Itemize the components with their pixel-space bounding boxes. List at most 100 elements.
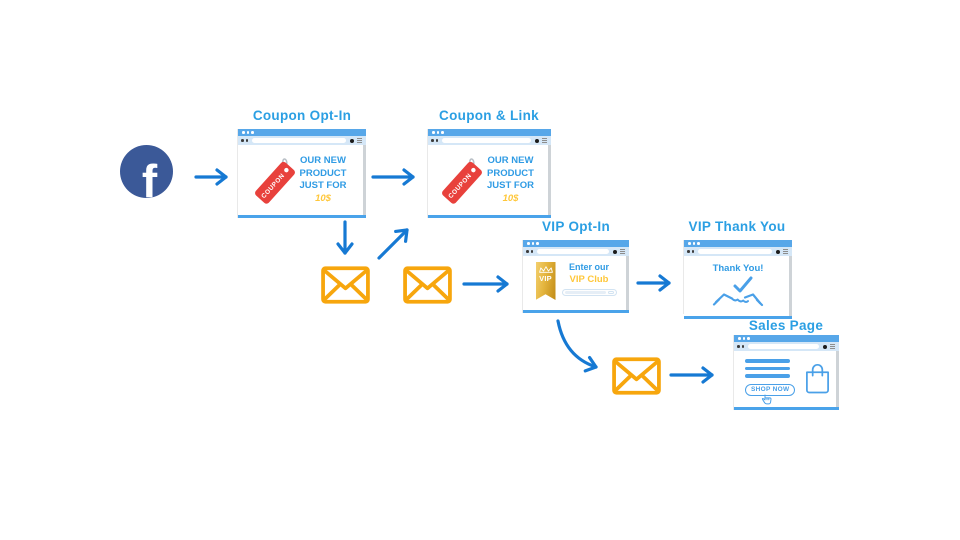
ad-line: PRODUCT	[487, 167, 534, 179]
ad-price: 10$	[502, 192, 519, 204]
vip-opt-in-window: VIP Enter our VIP Club	[522, 240, 629, 313]
email-envelope-icon	[321, 266, 370, 304]
vip-badge-label: VIP	[539, 274, 552, 283]
window-dot-icon	[441, 131, 444, 134]
window-dot-icon	[738, 337, 741, 340]
shop-now-button: SHOP NOW	[745, 383, 796, 396]
coupon-tag-icon: COUPON	[442, 158, 482, 204]
settings-icon	[776, 249, 780, 254]
hand-cursor-icon	[761, 394, 772, 404]
settings-icon	[350, 138, 354, 143]
facebook-letter: f	[141, 155, 158, 198]
settings-icon	[613, 249, 617, 254]
window-titlebar	[428, 129, 551, 136]
forward-icon	[691, 250, 694, 253]
arrow-vip-down-to-email	[556, 319, 598, 373]
settings-icon	[535, 138, 539, 143]
menu-icon	[783, 249, 788, 254]
ad-line: PRODUCT	[299, 167, 347, 179]
facebook-icon: f	[120, 145, 173, 198]
title-sales-page: Sales Page	[748, 318, 824, 333]
text-line-placeholder	[745, 359, 790, 363]
coupon-link-window: COUPON OUR NEW PRODUCT JUST FOR 10$	[427, 129, 551, 218]
ad-line: OUR NEW	[300, 155, 346, 166]
window-content: COUPON OUR NEW PRODUCT JUST FOR 10$	[428, 145, 551, 215]
window-bottom-bar	[734, 407, 839, 410]
submit-button	[607, 290, 614, 295]
back-icon	[526, 250, 529, 253]
window-titlebar	[734, 335, 839, 342]
window-url-bar	[734, 342, 839, 351]
title-vip-thank-you: VIP Thank You	[688, 219, 786, 234]
email-envelope-icon	[403, 266, 452, 304]
coupon-opt-in-window: COUPON OUR NEW PRODUCT JUST FOR 10$	[237, 129, 366, 218]
window-titlebar	[238, 129, 366, 136]
ad-copy: OUR NEW PRODUCT JUST FOR 10$	[487, 155, 534, 205]
window-titlebar	[684, 240, 792, 247]
forward-icon	[741, 345, 744, 348]
window-dot-icon	[527, 242, 530, 245]
handshake-icon	[712, 276, 764, 307]
vip-badge-icon: VIP	[535, 262, 556, 300]
window-url-bar	[428, 136, 551, 145]
forward-icon	[435, 139, 438, 142]
window-dot-icon	[692, 242, 695, 245]
vip-text-line2: VIP Club	[569, 274, 609, 285]
ad-line: OUR NEW	[487, 155, 534, 166]
crown-icon	[538, 266, 553, 273]
menu-icon	[542, 138, 547, 143]
title-coupon-link: Coupon & Link	[439, 108, 539, 123]
window-bottom-bar	[238, 215, 366, 218]
url-field	[698, 249, 772, 254]
vip-thank-you-window: Thank You!	[683, 240, 792, 319]
window-dot-icon	[688, 242, 691, 245]
title-vip-opt-in: VIP Opt-In	[541, 219, 611, 234]
window-bottom-bar	[428, 215, 551, 218]
window-dot-icon	[697, 242, 700, 245]
url-field	[252, 138, 346, 143]
window-url-bar	[523, 247, 629, 256]
window-content: COUPON OUR NEW PRODUCT JUST FOR 10$	[238, 145, 366, 215]
forward-icon	[530, 250, 533, 253]
window-url-bar	[238, 136, 366, 145]
window-dot-icon	[536, 242, 539, 245]
email-input	[561, 289, 617, 296]
menu-icon	[620, 249, 625, 254]
menu-icon	[830, 344, 835, 349]
ad-line: JUST FOR	[487, 180, 534, 191]
back-icon	[431, 139, 434, 142]
text-line-placeholder	[745, 366, 790, 370]
window-content: Thank You!	[684, 256, 792, 316]
vip-text-line1: Enter our	[568, 262, 609, 272]
scrollbar	[836, 351, 839, 407]
scrollbar	[789, 256, 792, 316]
scrollbar	[548, 145, 551, 215]
window-dot-icon	[531, 242, 534, 245]
window-dot-icon	[242, 131, 245, 134]
window-bottom-bar	[684, 316, 792, 319]
coupon-tag-icon: COUPON	[254, 158, 295, 204]
window-url-bar	[684, 247, 792, 256]
thank-you-text: Thank You!	[712, 263, 764, 274]
sales-copy-block: SHOP NOW	[745, 359, 796, 407]
arrow-email-up-to-link	[377, 228, 409, 260]
window-titlebar	[523, 240, 629, 247]
back-icon	[241, 139, 244, 142]
window-dot-icon	[742, 337, 745, 340]
window-dot-icon	[246, 131, 249, 134]
shopping-bag-icon	[806, 364, 830, 394]
back-icon	[687, 250, 690, 253]
settings-icon	[823, 344, 827, 349]
window-content: VIP Enter our VIP Club	[523, 256, 629, 310]
menu-icon	[357, 138, 362, 143]
ad-copy: OUR NEW PRODUCT JUST FOR 10$	[300, 155, 347, 205]
scrollbar	[626, 256, 629, 310]
url-field	[748, 344, 819, 349]
back-icon	[737, 345, 740, 348]
window-dot-icon	[251, 131, 254, 134]
window-dot-icon	[747, 337, 750, 340]
window-dot-icon	[432, 131, 435, 134]
forward-icon	[245, 139, 248, 142]
